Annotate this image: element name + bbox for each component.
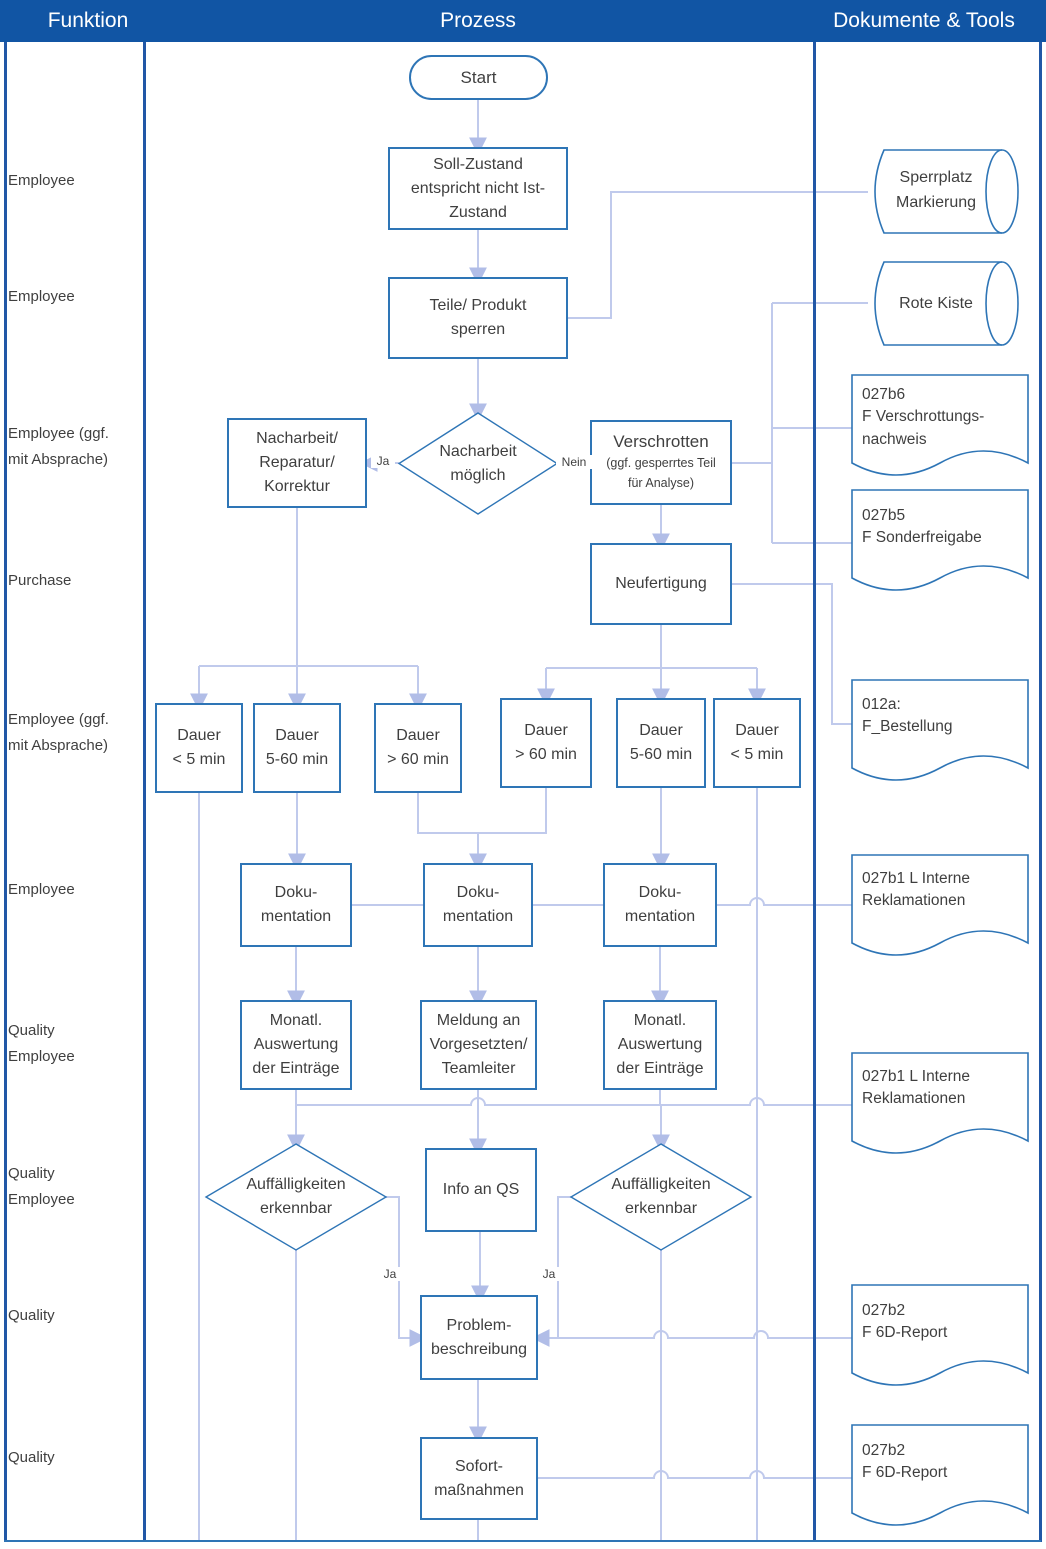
doc-shape-027b5 bbox=[851, 489, 1029, 591]
flow-node-neufertigung: Neufertigung bbox=[590, 543, 732, 625]
edge-label-ja-2: Ja bbox=[379, 1267, 401, 1281]
lane-label-quality-employee-2: Quality Employee bbox=[8, 1165, 75, 1209]
doc-label-027b1-a: 027b1 L Interne Reklamationen bbox=[862, 870, 971, 910]
doc-shape-027b1-b bbox=[851, 1052, 1029, 1154]
lane-label-employee-3: Employee bbox=[8, 881, 75, 898]
swimlane-header: Funktion Prozess Dokumente & Tools bbox=[0, 0, 1046, 42]
lane-label-quality-2: Quality bbox=[8, 1449, 55, 1466]
doc-label-027b1-b: 027b1 L Interne Reklamationen bbox=[862, 1068, 971, 1108]
doc-shape-027b6 bbox=[851, 374, 1029, 476]
verschrotten-subtitle: (ggf. gesperrtes Teil für Analyse) bbox=[606, 456, 716, 490]
lane-label-quality-employee-1: Quality Employee bbox=[8, 1022, 75, 1066]
flow-node-monatl-auswertung-1: Monatl. Auswertung der Einträge bbox=[240, 1000, 352, 1090]
frame-right-border bbox=[1039, 42, 1042, 1542]
decision-auffaelligkeiten-1-label: Auffälligkeiten erkennbar bbox=[246, 1176, 346, 1217]
lane-label-quality-1: Quality bbox=[8, 1307, 55, 1324]
flow-node-verschrotten: Verschrotten (ggf. gesperrtes Teil für A… bbox=[590, 420, 732, 505]
cylinder-rote-kiste-cap bbox=[985, 261, 1003, 346]
header-prozess: Prozess bbox=[440, 9, 516, 32]
verschrotten-title: Verschrotten bbox=[613, 431, 709, 451]
flow-node-dauer-gt60-right: Dauer > 60 min bbox=[500, 698, 592, 788]
flow-node-dokumentation-2: Doku- mentation bbox=[423, 863, 533, 947]
doc-shape-027b2-b bbox=[851, 1424, 1029, 1526]
doc-label-027b6: 027b6 F Verschrottungs- nachweis bbox=[862, 386, 985, 448]
doc-label-012a: 012a: F_Bestellung bbox=[862, 696, 953, 736]
decision-auffaelligkeiten-2-diamond bbox=[569, 1143, 753, 1251]
decision-auffaelligkeiten-2-label: Auffälligkeiten erkennbar bbox=[611, 1176, 711, 1217]
flow-node-start: Start bbox=[409, 55, 548, 100]
flow-node-dokumentation-1: Doku- mentation bbox=[240, 863, 352, 947]
cylinder-sperrplatz bbox=[874, 149, 1019, 234]
frame-left-border bbox=[4, 42, 7, 1542]
flow-node-dauer-5-60-right: Dauer 5-60 min bbox=[616, 698, 706, 788]
flow-node-nacharbeit: Nacharbeit/ Reparatur/ Korrektur bbox=[227, 418, 367, 508]
lane-divider-funktion bbox=[143, 42, 146, 1542]
flow-node-meldung-vorgesetzten: Meldung an Vorgesetzten/ Teamleiter bbox=[420, 1000, 537, 1090]
frame-bottom-border bbox=[4, 1540, 1041, 1542]
doc-label-027b5: 027b5 F Sonderfreigabe bbox=[862, 507, 982, 547]
lane-label-employee-absprache-1: Employee (ggf. mit Absprache) bbox=[8, 425, 109, 469]
lane-label-employee-2: Employee bbox=[8, 288, 75, 305]
tool-rote-kiste-label: Rote Kiste bbox=[899, 295, 973, 312]
lane-label-purchase: Purchase bbox=[8, 572, 72, 589]
cylinder-rote-kiste bbox=[874, 261, 1019, 346]
flow-node-dauer-5-60-left: Dauer 5-60 min bbox=[253, 703, 341, 793]
doc-label-027b2-a: 027b2 F 6D-Report bbox=[862, 1302, 948, 1342]
flow-node-dauer-gt60-left: Dauer > 60 min bbox=[374, 703, 462, 793]
decision-auffaelligkeiten-1-diamond bbox=[204, 1143, 388, 1251]
flow-node-dauer-lt5-right: Dauer < 5 min bbox=[713, 698, 801, 788]
flow-node-sofortmassnahmen: Sofort- maßnahmen bbox=[420, 1437, 538, 1520]
doc-label-027b2-b: 027b2 F 6D-Report bbox=[862, 1442, 948, 1482]
flow-node-info-an-qs: Info an QS bbox=[425, 1148, 537, 1232]
flow-node-problembeschreibung: Problem- beschreibung bbox=[420, 1295, 538, 1380]
tool-sperrplatz-markierung-label: Sperrplatz Markierung bbox=[895, 169, 977, 211]
doc-shape-027b1-a bbox=[851, 854, 1029, 956]
edge-label-ja-3: Ja bbox=[538, 1267, 560, 1281]
decision-nacharbeit-label: Nacharbeit möglich bbox=[439, 442, 517, 484]
decision-nacharbeit-diamond bbox=[397, 412, 559, 515]
doc-shape-027b2-a bbox=[851, 1284, 1029, 1386]
doc-shape-012a bbox=[851, 679, 1029, 781]
lane-divider-dokumente bbox=[813, 42, 816, 1542]
flow-node-teile-sperren: Teile/ Produkt sperren bbox=[388, 277, 568, 359]
header-dokumente-tools: Dokumente & Tools bbox=[833, 9, 1015, 32]
edge-label-ja-1: Ja bbox=[371, 454, 395, 468]
lane-label-employee-absprache-2: Employee (ggf. mit Absprache) bbox=[8, 711, 109, 755]
flow-node-dokumentation-3: Doku- mentation bbox=[603, 863, 717, 947]
flow-node-dauer-lt5-left: Dauer < 5 min bbox=[155, 703, 243, 793]
cylinder-sperrplatz-cap bbox=[985, 149, 1003, 234]
flow-node-monatl-auswertung-2: Monatl. Auswertung der Einträge bbox=[603, 1000, 717, 1090]
lane-label-employee-1: Employee bbox=[8, 172, 75, 189]
connector-lines bbox=[190, 100, 868, 1540]
edge-label-nein: Nein bbox=[556, 455, 592, 469]
header-funktion: Funktion bbox=[47, 9, 129, 32]
flow-node-soll-zustand: Soll-Zustand entspricht nicht Ist- Zusta… bbox=[388, 147, 568, 230]
